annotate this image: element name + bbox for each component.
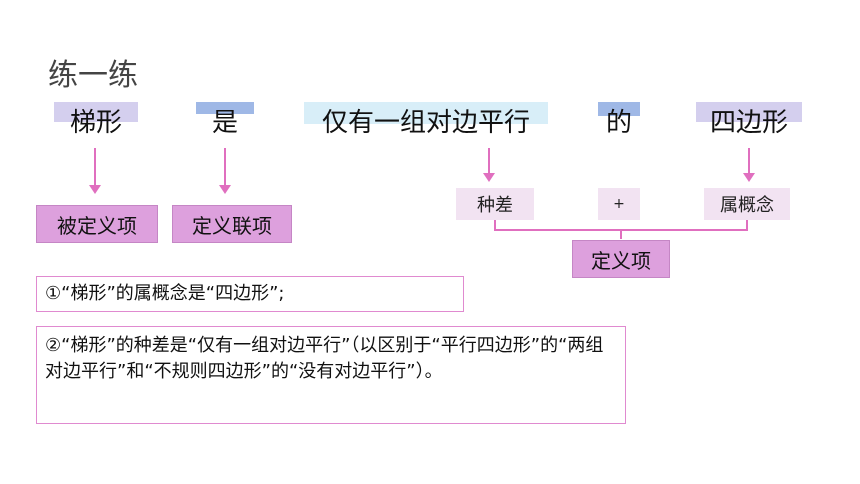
word-is: 是 [211, 108, 238, 138]
arrow-diff [483, 148, 495, 182]
note-difference: ②“梯形”的种差是“仅有一组对边平行”（以区别于“平行四边形”的“两组对边平行”… [36, 326, 626, 424]
definiens-box: 定义项 [572, 240, 670, 278]
defined-term-box: 被定义项 [36, 205, 158, 243]
page-title: 练一练 [48, 58, 138, 93]
highlight-quadrilateral [696, 102, 802, 122]
arrow-defined [89, 148, 101, 194]
note-genus: ①“梯形”的属概念是“四边形”; [36, 276, 464, 312]
definition-connector-box: 定义联项 [172, 205, 292, 243]
word-only-one-pair-parallel: 仅有一组对边平行 [321, 108, 530, 138]
highlight-trapezoid [54, 102, 138, 122]
highlight-of [598, 102, 640, 116]
bracket-center [620, 229, 622, 239]
genus-box: 属概念 [704, 188, 790, 220]
arrow-connector [219, 148, 231, 194]
bracket-left [494, 220, 496, 230]
word-quadrilateral: 四边形 [709, 108, 788, 138]
highlight-is [196, 102, 254, 114]
plus-box: + [598, 188, 640, 220]
arrow-genus [743, 148, 755, 182]
word-of: 的 [605, 108, 632, 138]
specific-difference-box: 种差 [456, 188, 534, 220]
word-trapezoid: 梯形 [69, 108, 122, 138]
highlight-diff [304, 102, 548, 124]
bracket-right [746, 220, 748, 230]
